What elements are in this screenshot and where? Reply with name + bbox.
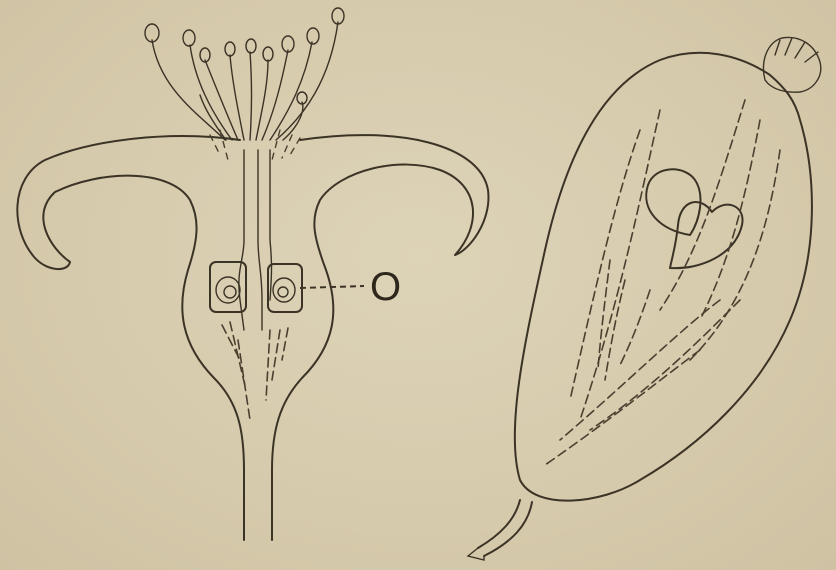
stamen-filaments xyxy=(152,22,338,140)
ovule-leader-line xyxy=(300,286,364,288)
fruit-vascular-lines xyxy=(545,100,780,465)
ovule-right xyxy=(273,278,295,302)
receptacle-hatching xyxy=(222,322,288,420)
pear-outline xyxy=(515,53,812,501)
ovule-left xyxy=(216,277,240,303)
flower-outline-right xyxy=(272,135,488,540)
pear-section xyxy=(468,37,821,560)
fruit-stalk xyxy=(478,500,532,556)
floral-cup-hatching xyxy=(210,130,300,160)
calyx-remnant xyxy=(764,37,821,92)
stamen-anthers xyxy=(145,8,344,104)
style-column xyxy=(239,150,272,330)
flower-outline xyxy=(17,136,244,540)
flower-section: O xyxy=(17,8,488,540)
ovule-label: O xyxy=(370,265,401,309)
ovary-locules xyxy=(210,262,302,312)
seed-cavities xyxy=(646,169,742,268)
